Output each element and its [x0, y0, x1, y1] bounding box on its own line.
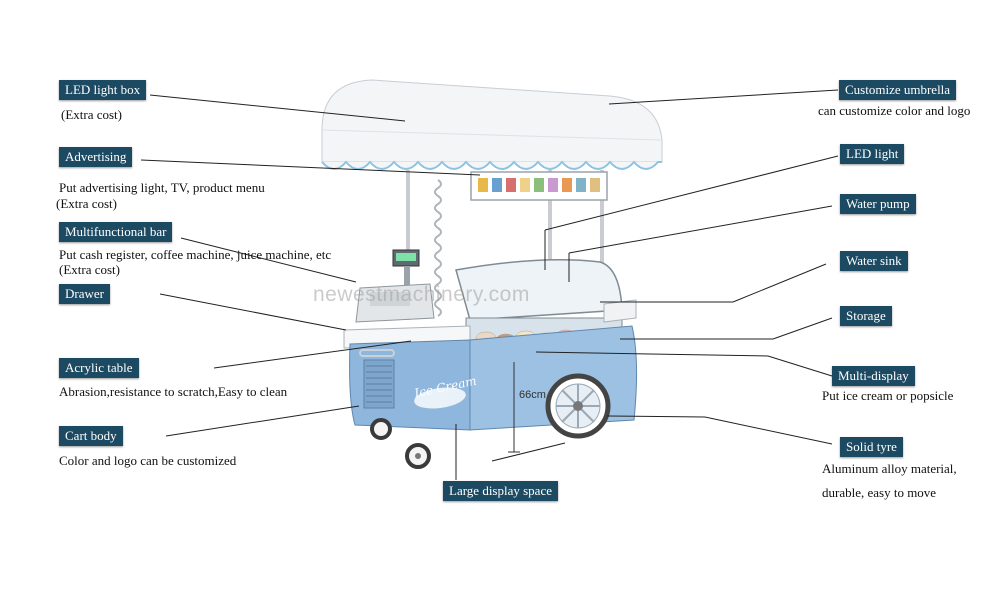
canopy-pole-mid — [548, 170, 552, 270]
label-customize-umbrella: Customize umbrella — [839, 80, 957, 100]
dimension-label: 66cm — [519, 389, 546, 401]
label-cart-body: Cart body — [59, 426, 123, 446]
desc-led-light-box: (Extra cost) — [61, 107, 123, 122]
storage-top — [603, 299, 637, 323]
label-large-display-space: Large display space — [443, 481, 558, 501]
label-solid-tyre: Solid tyre — [840, 437, 903, 457]
desc-customize-umbrella: can customize color and logo — [818, 103, 971, 118]
large-wheel — [545, 373, 611, 439]
label-acrylic-table: Acrylic table — [59, 358, 139, 378]
desc-cart-body: Color and logo can be customized — [59, 453, 237, 468]
label-led-light: LED light — [840, 144, 905, 164]
desc-advertising-1: Put advertising light, TV, product menu — [59, 180, 265, 195]
front-wheel — [405, 443, 431, 469]
coiled-cable — [434, 179, 442, 317]
label-advertising: Advertising — [59, 147, 133, 167]
desc-solid-tyre-1: Aluminum alloy material, — [822, 461, 957, 476]
desc-multi-display: Put ice cream or popsicle — [822, 388, 954, 403]
label-drawer: Drawer — [59, 284, 110, 304]
height-dimension — [508, 362, 520, 453]
label-water-sink: Water sink — [840, 251, 908, 271]
umbrella-canopy — [321, 79, 663, 170]
watermark: newestmachinery.com — [313, 283, 530, 306]
canopy-pole-left — [406, 170, 410, 320]
desc-multifunctional-bar-2: (Extra cost) — [59, 262, 121, 277]
desc-acrylic-table: Abrasion,resistance to scratch,Easy to c… — [59, 384, 288, 399]
canopy-pole-right — [600, 170, 604, 300]
back-wheel — [370, 418, 392, 440]
label-led-light-box: LED light box — [59, 80, 147, 100]
desc-solid-tyre-2: durable, easy to move — [822, 485, 937, 500]
leader-lines — [140, 89, 839, 480]
desc-multifunctional-bar-1: Put cash register, coffee machine, juice… — [59, 247, 332, 262]
label-water-pump: Water pump — [840, 194, 916, 214]
label-multi-display: Multi-display — [832, 366, 915, 386]
menu-light-box — [470, 171, 608, 201]
cash-register — [355, 249, 435, 323]
label-storage: Storage — [840, 306, 892, 326]
desc-advertising-2: (Extra cost) — [56, 196, 118, 211]
label-multifunctional-bar: Multifunctional bar — [59, 222, 173, 242]
